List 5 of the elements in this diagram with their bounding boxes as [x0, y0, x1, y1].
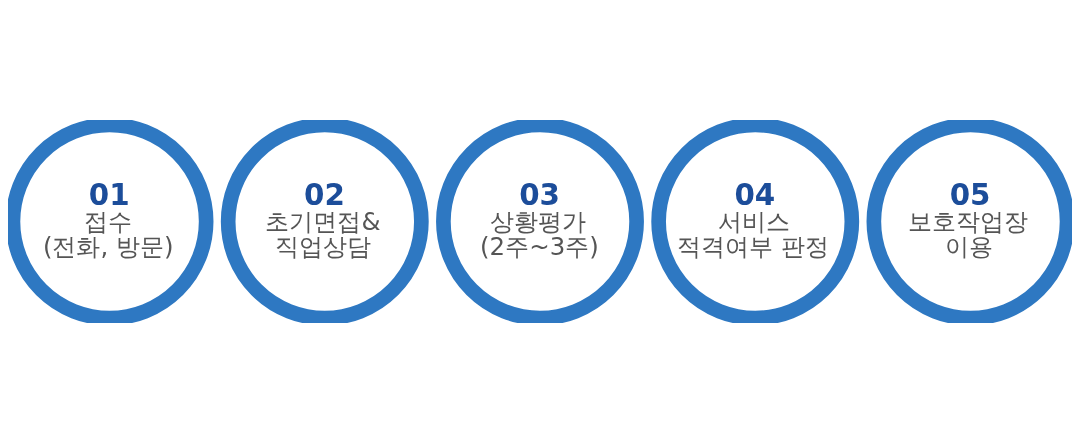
node-circle: 03 상황평가 (2주~3주): [436, 120, 644, 323]
node-circle: 05 보호작업장 이용: [866, 120, 1072, 323]
node-circle: 04 서비스 적격여부 판정: [651, 120, 860, 323]
node-circle: 01 접수 (전화, 방문): [8, 120, 214, 323]
node-circle: 02 초기면접& 직업상담: [220, 120, 429, 323]
